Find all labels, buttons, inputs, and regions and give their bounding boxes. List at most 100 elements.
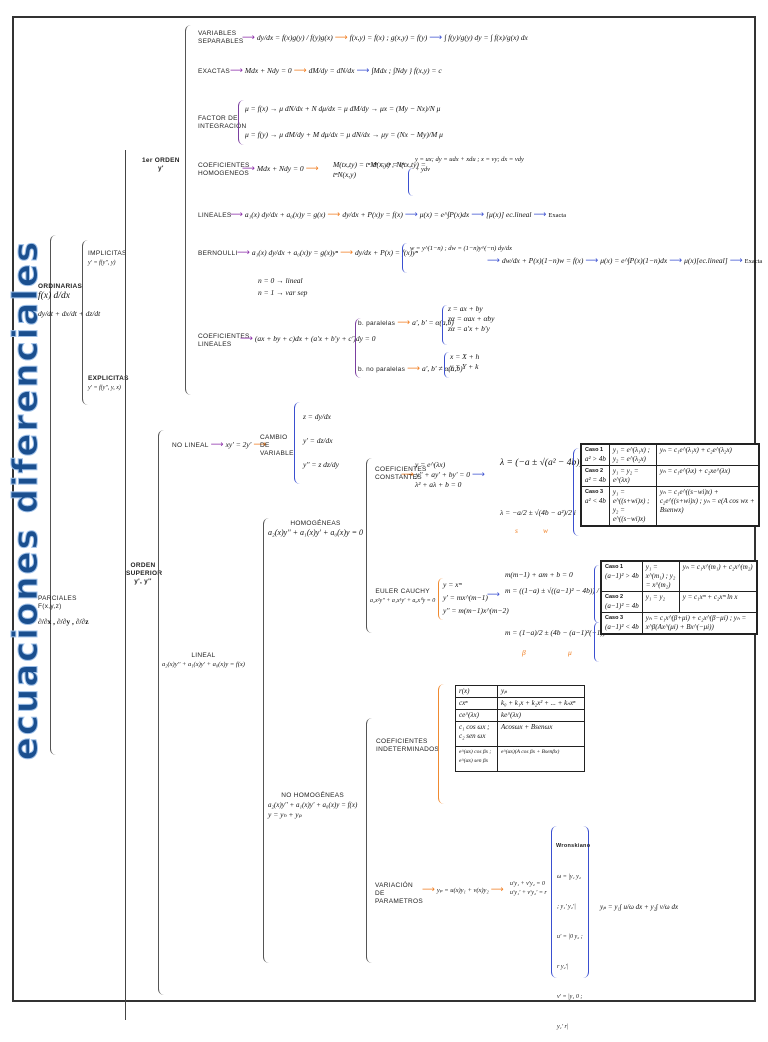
ordinarias-brace (82, 240, 89, 405)
factor-brace (238, 100, 244, 145)
arrow-purple-icon: ⟶ (230, 66, 243, 76)
arrow-orange-icon: ⟶ (293, 66, 307, 76)
bernoulli-note-varsep: n = 1 → var sep (258, 288, 308, 297)
coef-indet-label: COEFICIENTES INDETERMINADOS (376, 738, 440, 753)
primer-orden-node: 1er ORDEN y' (142, 157, 180, 173)
lineales-steps: ⟶a₁(x) dy/dx + a₀(x)y = g(x)⟶dy/dx + P(x… (230, 210, 567, 220)
variacion-system: u'y₁ + v'y₂ = 0 u'y₁' + v'y₂' = r (510, 881, 547, 896)
lambda-under-w: w (543, 526, 549, 535)
primer-orden-sub: y' (157, 165, 164, 172)
lineal-brace (263, 518, 270, 963)
coef-constantes-cases-brace (573, 448, 579, 536)
arrow-blue-icon: ⟶ (356, 66, 370, 76)
no-lineal-row: NO LINEAL⟶xy' = 2y'⟶ (172, 440, 267, 450)
ordinarias-eq2: dy/dt + dx/dt + dz/dt (38, 309, 101, 318)
orden-superior-brace (158, 430, 167, 995)
euler-subs-brace (438, 578, 443, 620)
bernoulli-label: BERNOULLI (198, 250, 238, 257)
explicitas-sub: y' = f(y'', y, x) (88, 385, 121, 391)
arrow-blue-icon: ⟶ (669, 256, 683, 266)
arrow-orange-icon: ⟶ (305, 164, 319, 174)
euler-m-formula-2: m = (1−a)/2 ± (4b − (a−1)²(−1))/2 (505, 628, 612, 637)
paralelas-brace (442, 305, 447, 345)
euler-node: EULER CAUCHY a₂x²y'' + a₁x¹y' + a₀x⁰y = … (370, 588, 436, 604)
order-divider (125, 150, 126, 1020)
coef-homogeneos-step4: y = ux; dy = udx + xdu ; x = vy; dx = vd… (415, 156, 524, 173)
arrow-orange-icon: ⟶ (422, 885, 435, 895)
parciales-sub: F(x,y,z) (38, 603, 62, 610)
euler-subs: y = xᵐ y' = mx^(m−1) y'' = m(m−1)x^(m−2) (443, 580, 509, 615)
arrow-purple-icon: ⟶ (242, 164, 255, 174)
variables-separables-label: VARIABLES SEPARABLES (198, 30, 244, 45)
homogeneas-label: HOMOGÉNEAS (290, 520, 341, 527)
ordinarias-label: ORDINARIAS (38, 283, 83, 290)
exactas-label: EXACTAS (198, 68, 230, 75)
euler-m-formula-1: m = ((1−a) ± √((a−1)² − 4b)) / 2 (505, 586, 605, 595)
lineales-label: LINEALES (198, 212, 232, 219)
arrow-blue-icon: ⟶ (471, 210, 485, 220)
arrow-orange-icon: ⟶ (340, 248, 354, 258)
coef-homogeneos-step3: tⁿ = tⁿ = tⁿ (373, 160, 404, 169)
arrow-orange-icon: ⟶ (407, 364, 421, 374)
bernoulli-steps-a: ⟶a₁(x) dy/dx + a₀(x)y = g(x)yⁿ⟶dy/dx + P… (237, 248, 418, 258)
arrow-orange-icon: ⟶ (334, 33, 348, 43)
arrow-orange-icon: ⟶ (490, 885, 504, 895)
no-paralelas-branch: b. no paralelas⟶a', b' ≠ α(a,b) (358, 364, 463, 374)
lambda-formula-2: λ = −a/2 ± √(4b − a²)/2 i (500, 508, 576, 517)
wronskiano-label: Wronskiano (556, 843, 591, 849)
euler-under-mu: μ (568, 648, 572, 657)
orden-superior-label: ORDEN SUPERIOR (126, 562, 163, 577)
exactas-steps: ⟶Mdx + Ndy = 0⟶dM/dy = dN/dx⟶∫Mdx ; ∫Ndy… (230, 66, 442, 76)
implicitas-sub: y' = f(y'', y) (88, 260, 116, 266)
arrow-orange-icon: ⟶ (253, 440, 267, 450)
coef-homogeneos-step2: M(tx,ty) = tⁿM(x,y) ; N(tx,ty) = tⁿN(x,y… (333, 160, 426, 179)
paralelas-branch: b. paralelas⟶a', b' = α(a,b) (358, 318, 454, 328)
coef-lineales-eq: ⟶(ax + by + c)dx + (a'x + b'y + c')dy = … (240, 334, 376, 344)
coef-constantes-label: COEFICIENTES CONSTANTES (375, 466, 427, 481)
coef-indet-brace (438, 684, 445, 804)
orden-superior-node: ORDEN SUPERIOR y', y'' (126, 562, 163, 586)
cambio-variable-brace (294, 402, 300, 484)
no-homogeneas-node: NO HOMOGÉNEAS a₂(x)y'' + a₁(x)y' + a₀(x)… (268, 792, 358, 819)
bernoulli-sub-brace (402, 243, 407, 273)
wronskiano-left-brace (551, 826, 558, 978)
euler-cases-brace-1 (594, 565, 599, 623)
parciales-eq: ∂/∂x , ∂/∂y , ∂/∂z (38, 617, 89, 626)
bernoulli-note-lineal: n = 0 → lineal (258, 276, 303, 285)
bernoulli-steps-b: w = y^(1−n) ; dw = (1−n)y^(−n) dy/dx (410, 245, 512, 252)
arrow-purple-icon: ⟶ (237, 248, 250, 258)
no-paralelas-brace (444, 352, 449, 378)
implicitas-label: IMPLICITAS (88, 250, 127, 257)
homogeneas-brace (366, 458, 373, 633)
arrow-orange-icon: ⟶ (327, 210, 341, 220)
homogeneas-eq: a₂(x)y'' + a₁(x)y' + a₀(x)y = 0 (268, 528, 363, 537)
factor-y-steps: μ = f(y) → μ dM/dy + M dμ/dx = μ dN/dx →… (245, 130, 443, 139)
arrow-blue-icon: ⟶ (472, 470, 485, 480)
variacion-eq: ⟶yₚ = u(x)y₁ + v(x)y₂⟶ (422, 885, 504, 895)
euler-under-beta: β (522, 648, 526, 657)
euler-char-eq: m(m−1) + am + b = 0 (505, 570, 573, 579)
ordinarias-eq1: f(x) d/dx (38, 291, 70, 301)
arrow-blue-icon: ⟶ (429, 33, 443, 43)
arrow-blue-icon: ⟶ (404, 210, 418, 220)
orden-superior-sub: y', y'' (134, 578, 152, 585)
table-row: ce^(λx)ke^(λx) (455, 709, 585, 722)
table-row: r(x)yₚ (455, 685, 585, 698)
arrow-blue-icon: ⟶ (729, 256, 743, 266)
implicitas-node: IMPLICITAS y' = f(y'', y) (88, 250, 127, 268)
paralelas-eqs: z = ax + by zα = αax + αby zα = a'x + b'… (448, 304, 495, 333)
coef-homogeneos-step1: ⟶Mdx + Ndy = 0⟶ (242, 164, 319, 174)
arrow-purple-icon: ⟶ (242, 33, 255, 43)
lineal-label: LINEAL (191, 652, 216, 659)
primer-orden-label: 1er ORDEN (142, 157, 180, 164)
arrow-purple-icon: ⟶ (210, 440, 224, 450)
arrow-orange-icon: ⟶ (401, 470, 414, 480)
cambio-variable-label: CAMBIO DE VARIABLE (260, 434, 294, 457)
homogeneos-sub-brace (408, 168, 413, 196)
no-homogeneas-brace (366, 718, 373, 963)
